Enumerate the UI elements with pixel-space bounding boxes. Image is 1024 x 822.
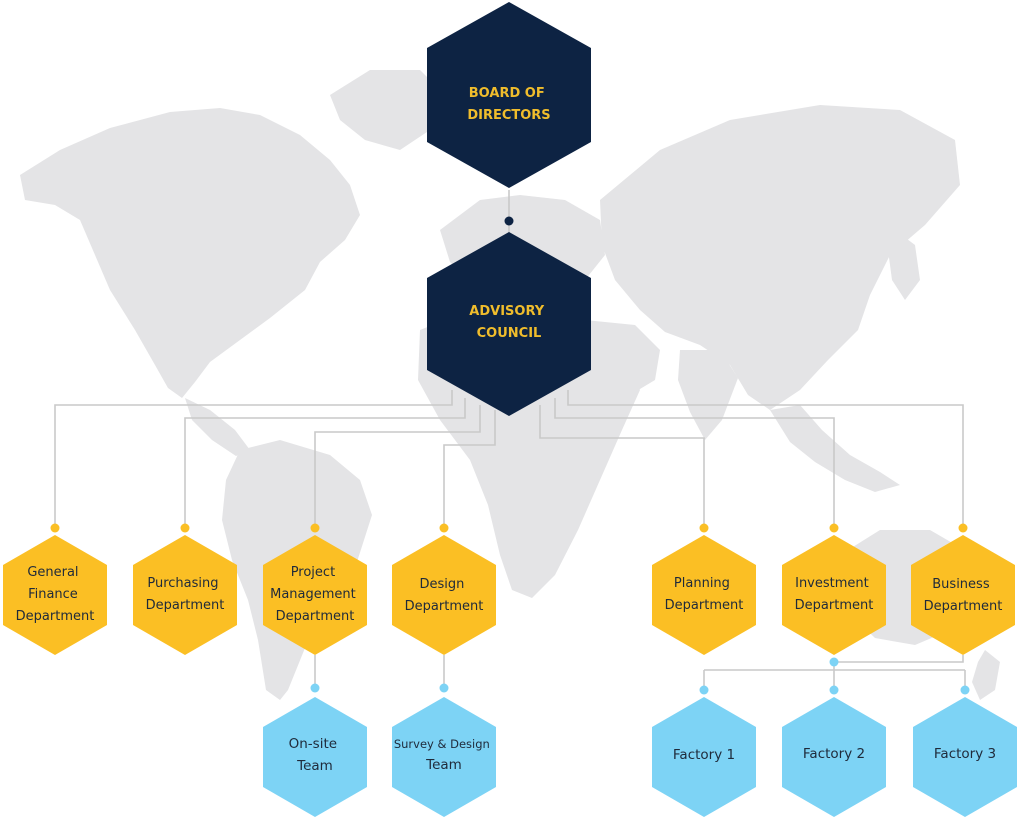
- svg-text:ADVISORY COUNCIL: ADVISORY COUNCIL: [469, 304, 548, 341]
- planning-label-line-2: Department: [665, 598, 744, 613]
- map-arabia: [585, 320, 660, 395]
- dot-business: [958, 523, 968, 533]
- map-asia: [600, 105, 960, 410]
- planning-department-node: Planning Department: [652, 535, 756, 655]
- connector-investment: [554, 398, 835, 528]
- dot-investment: [829, 523, 839, 533]
- purchasing-label-line-1: Purchasing: [147, 576, 218, 591]
- project-management-label-line-2: Management: [270, 587, 356, 602]
- factory-1-node: Factory 1: [652, 697, 756, 817]
- svg-text:Planning Department: Planning Department: [665, 576, 744, 613]
- node-layer: BOARD OF DIRECTORS ADVISORY COUNCIL Gene…: [3, 2, 1017, 817]
- connector-purchasing: [184, 398, 466, 528]
- dot-factory-1: [699, 685, 709, 695]
- purchasing-label-line-2: Department: [146, 598, 225, 613]
- board-of-directors-node: BOARD OF DIRECTORS: [427, 2, 591, 188]
- advisory-label-line-2: COUNCIL: [477, 326, 542, 341]
- svg-text:On-site Team: On-site Team: [289, 736, 342, 774]
- design-label-line-2: Department: [405, 599, 484, 614]
- factory-1-label: Factory 1: [673, 747, 735, 763]
- factory-3-node: Factory 3: [913, 697, 1017, 817]
- purchasing-department-node: Purchasing Department: [133, 535, 237, 655]
- dot-factory-3: [960, 685, 970, 695]
- svg-text:Business Department: Business Department: [924, 577, 1003, 614]
- general-finance-department-node: General Finance Department: [3, 535, 107, 655]
- dot-factory-junction: [829, 657, 839, 667]
- svg-text:Design Department: Design Department: [405, 577, 484, 614]
- factory-2-label: Factory 2: [803, 746, 865, 762]
- factory-2-node: Factory 2: [782, 697, 886, 817]
- svg-text:Survey & Design Team: Survey & Design Team: [394, 736, 494, 773]
- planning-label-line-1: Planning: [674, 576, 730, 591]
- board-label-line-1: BOARD OF: [469, 86, 545, 101]
- dot-planning: [699, 523, 709, 533]
- dot-board-advisory: [504, 216, 514, 226]
- project-management-label-line-1: Project: [291, 565, 335, 580]
- business-label-line-2: Department: [924, 599, 1003, 614]
- onsite-label-line-2: Team: [296, 758, 333, 774]
- map-north-america: [20, 108, 360, 398]
- dot-factory-2: [829, 685, 839, 695]
- connector-lines: [54, 190, 966, 690]
- svg-text:Investment Departmen: Investment Department: [795, 576, 874, 613]
- investment-label-line-2: Department: [795, 598, 874, 613]
- svg-text:Factory 2: Factory 2: [803, 746, 865, 762]
- connector-dots: [50, 216, 970, 695]
- svg-text:Factory 1: Factory 1: [673, 747, 735, 763]
- connector-business: [567, 390, 964, 528]
- survey-label-line-2: Team: [425, 757, 462, 773]
- dot-onsite: [310, 683, 320, 693]
- board-label-line-2: DIRECTORS: [467, 108, 550, 123]
- design-label-line-1: Design: [419, 577, 464, 592]
- connector-planning: [539, 405, 705, 528]
- svg-text:Project Management: Project Management Department: [270, 565, 360, 624]
- general-finance-label-line-2: Finance: [28, 587, 78, 602]
- map-southeast-asia: [770, 405, 900, 492]
- connector-project-management: [314, 405, 481, 528]
- svg-text:BOARD OF DIRECTORS: BOARD OF DIRECTORS: [467, 86, 550, 123]
- map-new-zealand: [972, 650, 1000, 700]
- dot-survey: [439, 683, 449, 693]
- map-central-america: [185, 398, 250, 456]
- svg-text:General Finance: General Finance Department: [16, 565, 95, 624]
- map-greenland: [330, 70, 445, 150]
- onsite-label-line-1: On-site: [289, 736, 337, 752]
- general-finance-label-line-1: General: [27, 565, 78, 580]
- onsite-team-node: On-site Team: [263, 697, 367, 817]
- investment-department-node: Investment Department: [782, 535, 886, 655]
- advisory-label-line-1: ADVISORY: [469, 304, 544, 319]
- svg-text:Purchasing Departmen: Purchasing Department: [146, 576, 225, 613]
- business-label-line-1: Business: [932, 577, 990, 592]
- svg-text:Factory 3: Factory 3: [934, 746, 996, 762]
- dot-design: [439, 523, 449, 533]
- project-management-department-node: Project Management Department: [263, 535, 367, 655]
- dot-general-finance: [50, 523, 60, 533]
- dot-project-management: [310, 523, 320, 533]
- survey-label-line-1: Survey & Design: [394, 737, 490, 751]
- general-finance-label-line-3: Department: [16, 609, 95, 624]
- project-management-label-line-3: Department: [276, 609, 355, 624]
- dot-purchasing: [180, 523, 190, 533]
- connector-business-factories: [834, 655, 964, 663]
- survey-design-team-node: Survey & Design Team: [392, 697, 496, 817]
- factory-3-label: Factory 3: [934, 746, 996, 762]
- advisory-council-node: ADVISORY COUNCIL: [427, 232, 591, 416]
- connector-design: [443, 410, 496, 528]
- investment-label-line-1: Investment: [795, 576, 869, 591]
- connector-general-finance: [54, 390, 453, 528]
- design-department-node: Design Department: [392, 535, 496, 655]
- map-japan: [888, 230, 920, 300]
- business-department-node: Business Department: [911, 535, 1015, 655]
